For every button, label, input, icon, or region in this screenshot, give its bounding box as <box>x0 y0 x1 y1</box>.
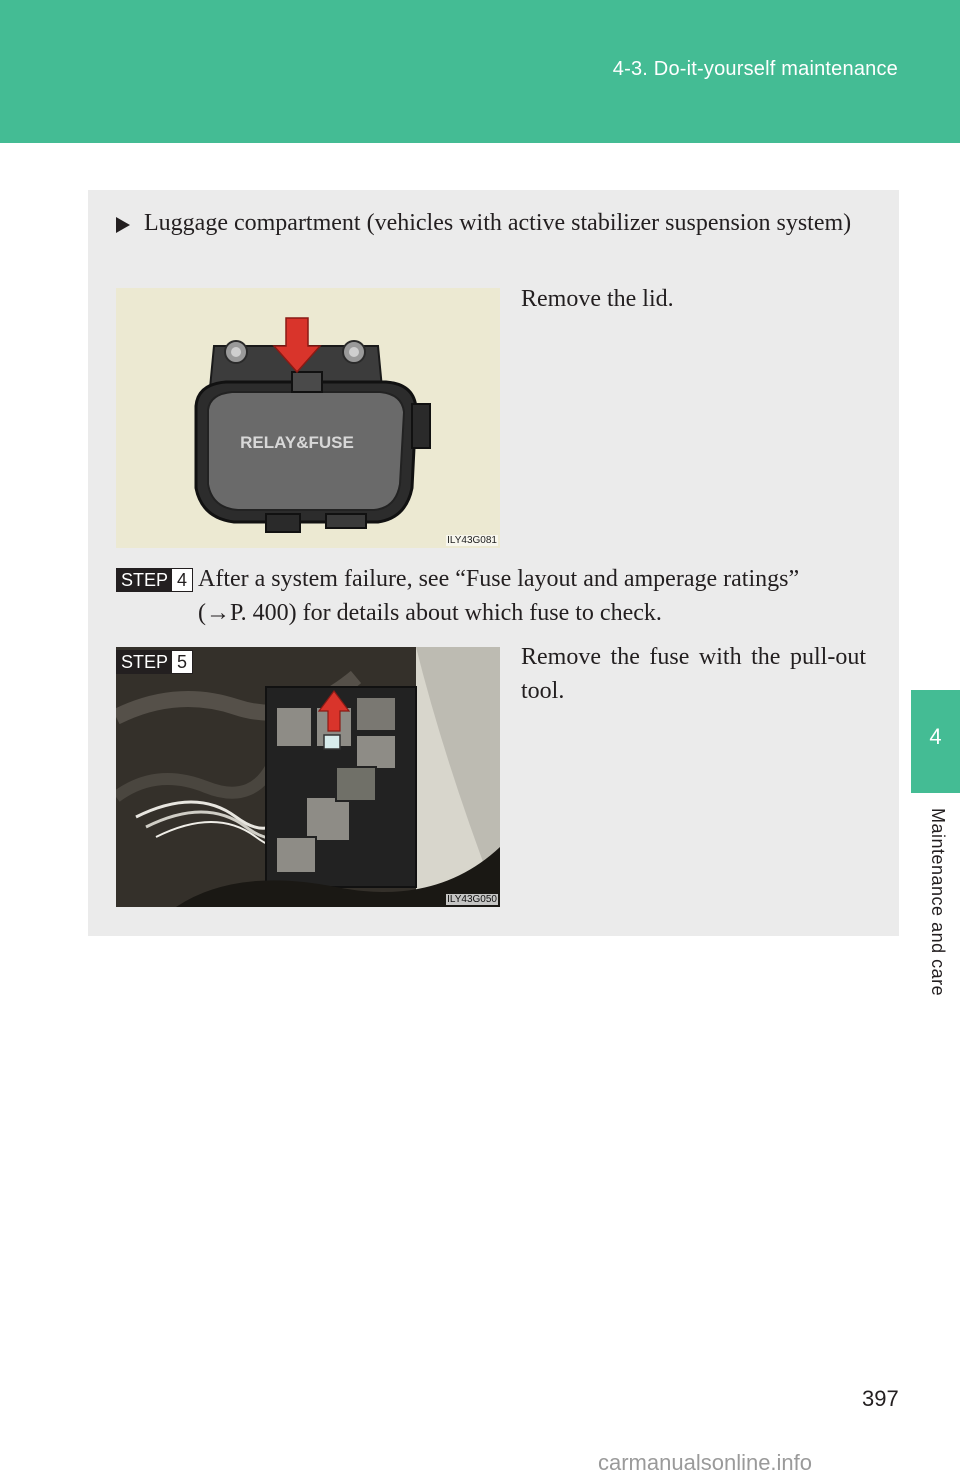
step-4-line-1: After a system failure, see “Fuse layout… <box>198 566 800 592</box>
bullet-item: Luggage compartment (vehicles with activ… <box>116 206 866 240</box>
image-code: ILY43G050 <box>446 894 498 905</box>
chapter-tab: 4 <box>911 690 960 793</box>
image2-caption: Remove the fuse with the pull-out tool. <box>521 644 866 704</box>
page-header: 4-3. Do-it-yourself maintenance <box>0 0 960 143</box>
step-word: STEP <box>117 651 173 673</box>
page-number: 397 <box>862 1386 899 1411</box>
step-5-badge: STEP 5 <box>116 650 194 674</box>
step-word: STEP <box>117 569 173 591</box>
engine-fuse-drawing <box>116 647 500 907</box>
step-number: 5 <box>172 651 193 673</box>
step-4-text: After a system failure, see “Fuse layout… <box>198 562 868 630</box>
section-title: 4-3. Do-it-yourself maintenance <box>612 58 898 80</box>
content-panel: Luggage compartment (vehicles with activ… <box>88 190 899 936</box>
watermark: carmanualsonline.info <box>598 1450 813 1475</box>
bullet-text: Luggage compartment (vehicles with activ… <box>144 210 852 236</box>
red-arrow-down-icon <box>272 317 322 374</box>
fuse-box-lid-illustration: RELAY&FUSE ILY43G081 <box>116 288 500 548</box>
cover-label: RELAY&FUSE <box>240 433 354 452</box>
step-number: 4 <box>172 569 193 591</box>
image-code: ILY43G081 <box>446 535 498 546</box>
fuse-box-lid-drawing: RELAY&FUSE <box>116 288 500 548</box>
triangle-bullet-icon <box>116 217 130 233</box>
red-arrow-up-icon <box>317 690 351 732</box>
image1-caption: Remove the lid. <box>521 286 674 312</box>
fuse-pull-illustration: ILY43G050 <box>116 647 500 907</box>
chapter-number: 4 <box>929 724 942 749</box>
step-4-line-2: (→P. 400) for details about which fuse t… <box>198 600 662 626</box>
step-4-badge: STEP 4 <box>116 568 194 592</box>
chapter-label: Maintenance and care <box>928 808 948 997</box>
